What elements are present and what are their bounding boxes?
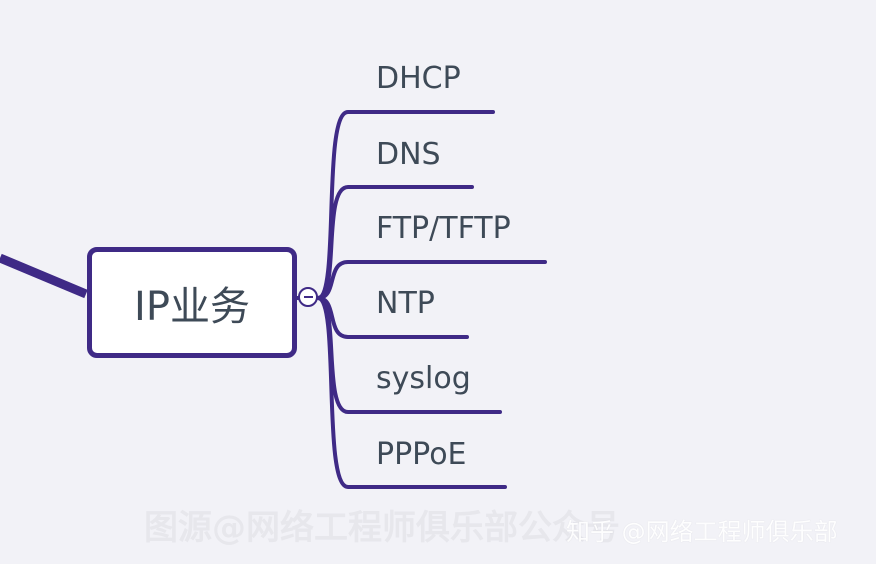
branch-label-ftp-tftp[interactable]: FTP/TFTP bbox=[376, 211, 511, 246]
branch-label-pppoe[interactable]: PPPoE bbox=[376, 437, 467, 472]
branch-label-dhcp[interactable]: DHCP bbox=[376, 61, 461, 96]
central-topic-node[interactable]: IP业务 bbox=[87, 247, 297, 358]
branch-label-dns[interactable]: DNS bbox=[376, 137, 441, 172]
watermark-background-text: 图源@网络工程师俱乐部公众号 bbox=[144, 508, 620, 548]
watermark-platform-text: 知乎 @网络工程师俱乐部 bbox=[566, 518, 838, 546]
central-topic-label: IP业务 bbox=[134, 283, 250, 330]
branch-connector-ftp bbox=[316, 260, 547, 300]
collapse-toggle-icon[interactable] bbox=[298, 287, 318, 307]
parent-connector bbox=[0, 253, 88, 299]
branch-label-syslog[interactable]: syslog bbox=[376, 361, 471, 396]
branch-connector-dns bbox=[316, 185, 474, 300]
branch-connector-pppoe bbox=[316, 296, 507, 489]
branch-label-ntp[interactable]: NTP bbox=[376, 286, 435, 321]
